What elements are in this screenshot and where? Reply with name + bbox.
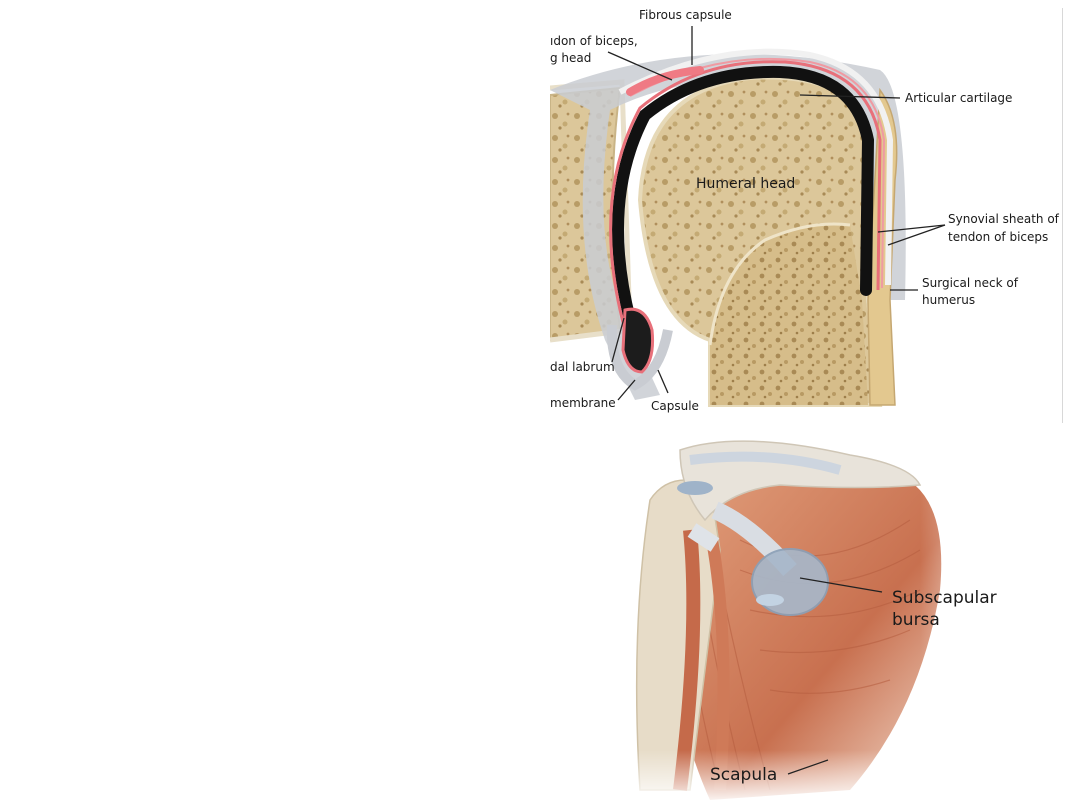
- shoulder-joint-cross-section: Fibrous capsule ıdon of biceps, g head A…: [550, 0, 1062, 420]
- bursa-highlight: [756, 594, 784, 606]
- glenoidal-labrum: [621, 307, 654, 374]
- cross-section-svg: Fibrous capsule ıdon of biceps, g head A…: [550, 8, 1060, 413]
- tendon-layers: [618, 48, 894, 286]
- humeral-inner-trabecular: [710, 224, 868, 405]
- subscapularis-muscle: [660, 470, 942, 800]
- coracoacromial-ligament: [689, 451, 842, 475]
- label-surgical-line2: humerus: [922, 293, 975, 307]
- lower-capsule: [606, 324, 673, 391]
- leader-lines-bottom: [787, 577, 883, 775]
- label-surgical-line1: Surgical neck of: [922, 276, 1019, 290]
- leader-lines: [607, 26, 946, 401]
- label-subscapular-line2: bursa: [892, 610, 940, 630]
- epiphyseal-line: [708, 222, 851, 346]
- label-subscapular-line1: Subscapular: [892, 588, 997, 608]
- label-capsule: Capsule: [651, 399, 699, 413]
- label-tendon-line2: g head: [550, 51, 591, 65]
- label-scapula: Scapula: [710, 765, 777, 785]
- label-labrum: dal labrum: [550, 360, 615, 374]
- biceps-tendon-pink-band: [626, 66, 704, 96]
- shoulder-muscle-illustration: Subscapular bursa Scapula: [620, 430, 1030, 805]
- small-bursa: [677, 481, 713, 495]
- label-fibrous-capsule: Fibrous capsule: [639, 8, 732, 22]
- articular-cartilage: [612, 65, 875, 326]
- label-humeral-head: Humeral head: [696, 176, 795, 192]
- figure-divider-line: [1062, 8, 1063, 423]
- label-synovial-line1: Synovial sheath of: [948, 212, 1060, 226]
- label-tendon-line1: ıdon of biceps,: [550, 34, 638, 48]
- label-membrane: membrane: [550, 396, 616, 410]
- label-synovial-line2: tendon of biceps: [948, 230, 1048, 244]
- muscle-illustration-svg: Subscapular bursa Scapula: [620, 430, 1030, 805]
- label-articular-cartilage: Articular cartilage: [905, 91, 1012, 105]
- synovial-membrane: [609, 60, 882, 331]
